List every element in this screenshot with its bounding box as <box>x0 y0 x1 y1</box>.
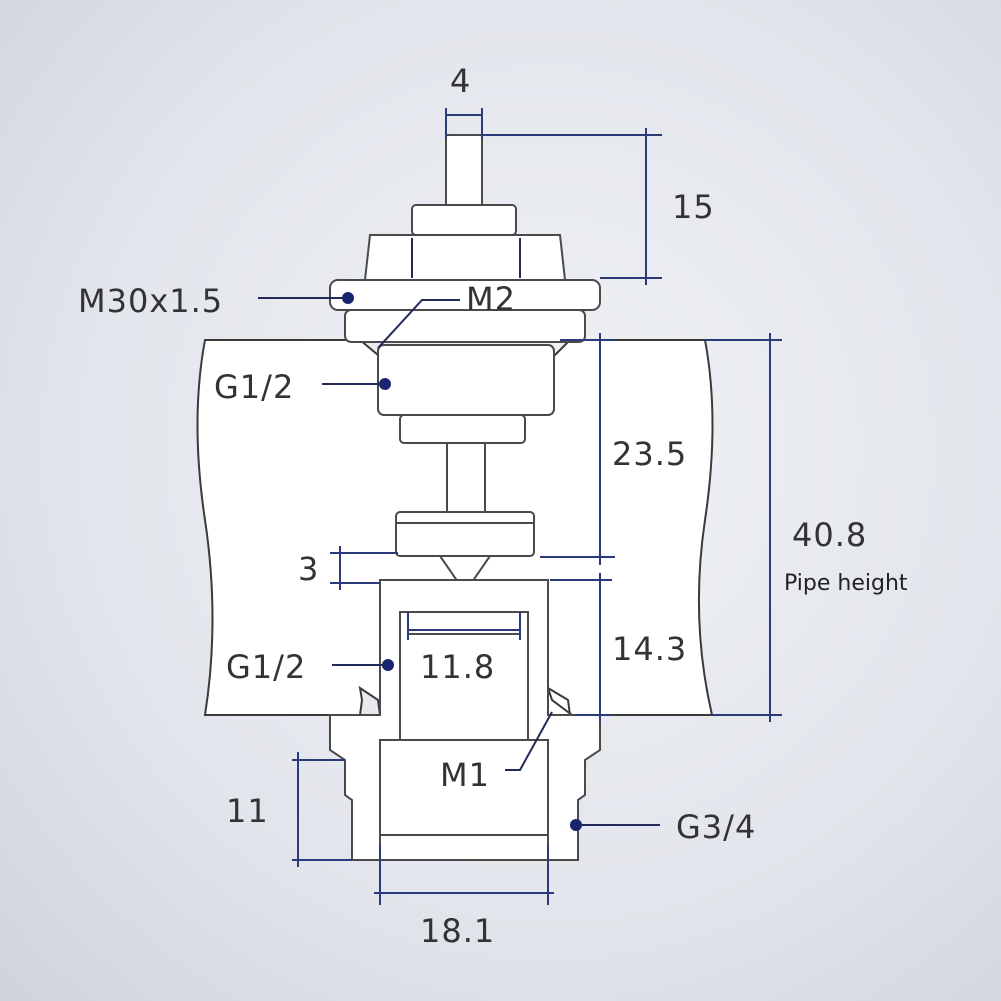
dim-pipe-height <box>705 333 782 722</box>
small-nut <box>411 204 517 236</box>
dim-insert-depth <box>540 333 615 565</box>
dim-pipe-height-label: 40.8 <box>792 516 867 554</box>
leader-m1 <box>505 711 553 771</box>
leader-m2 <box>377 299 460 349</box>
label-lower-thread: G1/2 <box>226 648 306 686</box>
label-nut-thread: M30x1.5 <box>78 282 223 320</box>
dim-gap <box>330 546 398 590</box>
pipe-height-caption: Pipe height <box>784 571 908 596</box>
upper-collar <box>399 414 526 444</box>
label-m1: M1 <box>440 756 490 794</box>
label-upper-thread: G1/2 <box>214 368 294 406</box>
dot-outlet-thread <box>570 819 582 831</box>
dim-gap-label: 3 <box>298 550 319 588</box>
label-m2: M2 <box>466 280 516 318</box>
dim-inner-diameter-label: 11.8 <box>420 648 495 686</box>
seal-disc <box>395 511 535 557</box>
outlet-bore <box>379 739 549 861</box>
m30-flange <box>329 279 601 311</box>
dim-inner-diameter <box>407 612 521 640</box>
dim-lower-length-label: 14.3 <box>612 630 687 668</box>
dim-body-diameter <box>374 845 554 905</box>
dim-stem-width-label: 4 <box>450 62 471 100</box>
dim-insert-depth-label: 23.5 <box>612 435 687 473</box>
upper-thread-body <box>377 344 555 416</box>
dim-stem-height <box>482 128 662 285</box>
dot-upper-thread <box>379 378 391 390</box>
dot-nut-thread <box>342 292 354 304</box>
dim-stem-height-label: 15 <box>672 188 715 226</box>
flange-neck <box>344 309 586 343</box>
dim-stem-width <box>445 108 483 138</box>
label-outlet-thread: G3/4 <box>676 808 756 846</box>
large-nut <box>363 234 567 281</box>
dim-body-length-label: 11 <box>226 792 269 830</box>
valve-stem <box>445 134 483 211</box>
inner-pin <box>446 442 486 514</box>
dim-body-length <box>292 752 352 867</box>
dot-lower-thread <box>382 659 394 671</box>
dim-body-diameter-label: 18.1 <box>420 912 495 950</box>
dim-lower-length <box>550 573 612 722</box>
